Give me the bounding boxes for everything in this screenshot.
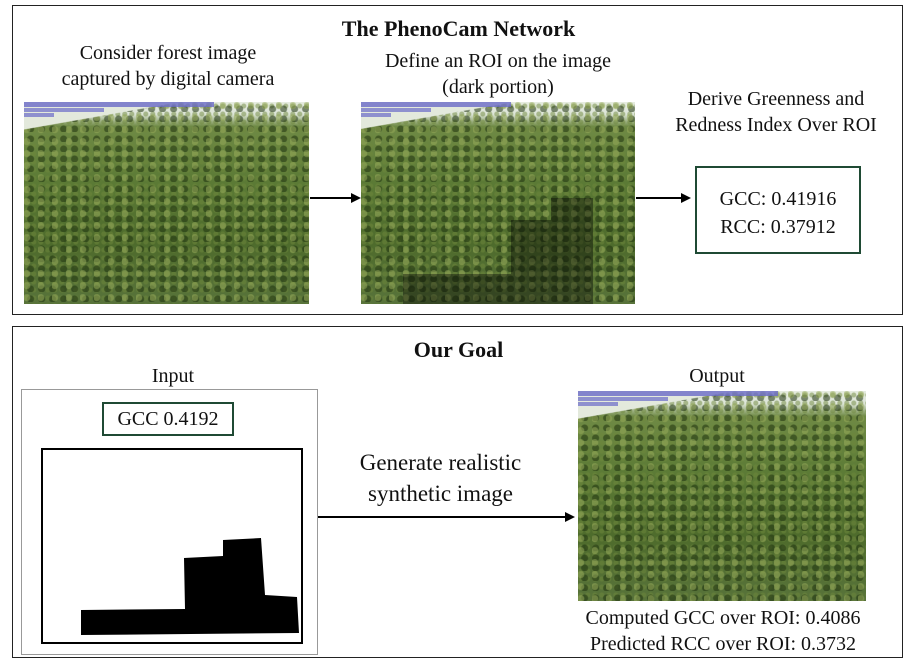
- arrow-head: [565, 512, 575, 522]
- input-frame: GCC 0.4192: [21, 389, 318, 655]
- step2-caption-line1: Define an ROI on the image: [384, 50, 612, 72]
- input-label: Input: [151, 365, 195, 387]
- output-label: Output: [689, 365, 745, 387]
- predicted-rcc: Predicted RCC over ROI: 0.3732: [589, 633, 857, 655]
- panel-title: Our Goal: [413, 337, 504, 362]
- step2-caption-line2: (dark portion): [442, 76, 554, 98]
- camera-banner: [578, 402, 618, 406]
- forest-image-original: [24, 102, 309, 304]
- input-gcc-box: GCC 0.4192: [102, 402, 234, 436]
- step3-caption-line1: Derive Greenness and: [687, 88, 865, 110]
- step2-caption: Define an ROI on the image (dark portion…: [353, 48, 643, 100]
- goal-panel: Our Goal Input GCC 0.4192 Generate reali…: [12, 326, 903, 658]
- process-caption-line2: synthetic image: [368, 481, 513, 506]
- step1-caption-line1: Consider forest image: [79, 42, 257, 64]
- arrow-head: [681, 193, 691, 203]
- roi-overlay: [403, 274, 593, 304]
- gcc-value: GCC: 0.41916: [719, 188, 837, 210]
- camera-banner: [361, 113, 391, 117]
- step1-caption: Consider forest image captured by digita…: [23, 40, 313, 92]
- roi-polygon: [81, 538, 299, 635]
- rcc-value: RCC: 0.37912: [720, 216, 836, 238]
- process-caption-line1: Generate realistic: [359, 450, 522, 475]
- arrow-line: [318, 516, 566, 518]
- synthetic-forest-image: [578, 391, 866, 601]
- arrow-line: [310, 197, 352, 199]
- phenocam-panel: The PhenoCam Network Consider forest ima…: [12, 5, 903, 315]
- forest-image-roi: [361, 102, 635, 304]
- roi-mask-shape: [81, 538, 299, 635]
- camera-banner: [24, 108, 104, 112]
- roi-overlay: [511, 220, 593, 274]
- input-gcc-value: GCC 0.4192: [117, 408, 219, 430]
- camera-banner: [24, 102, 214, 107]
- step3-caption: Derive Greenness and Redness Index Over …: [651, 86, 901, 138]
- process-caption: Generate realistic synthetic image: [318, 447, 563, 509]
- index-box: GCC: 0.41916 RCC: 0.37912: [695, 166, 861, 254]
- step1-caption-line2: captured by digital camera: [61, 68, 275, 90]
- camera-banner: [24, 113, 54, 117]
- roi-mask: [41, 448, 303, 644]
- camera-banner: [578, 397, 668, 401]
- step3-caption-line2: Redness Index Over ROI: [675, 114, 877, 136]
- roi-overlay: [551, 198, 593, 220]
- camera-banner: [361, 102, 511, 107]
- arrow-head: [351, 193, 361, 203]
- computed-gcc: Computed GCC over ROI: 0.4086: [585, 607, 861, 629]
- arrow-line: [636, 197, 682, 199]
- camera-banner: [578, 391, 778, 396]
- panel-title: The PhenoCam Network: [341, 16, 576, 41]
- camera-banner: [361, 108, 431, 112]
